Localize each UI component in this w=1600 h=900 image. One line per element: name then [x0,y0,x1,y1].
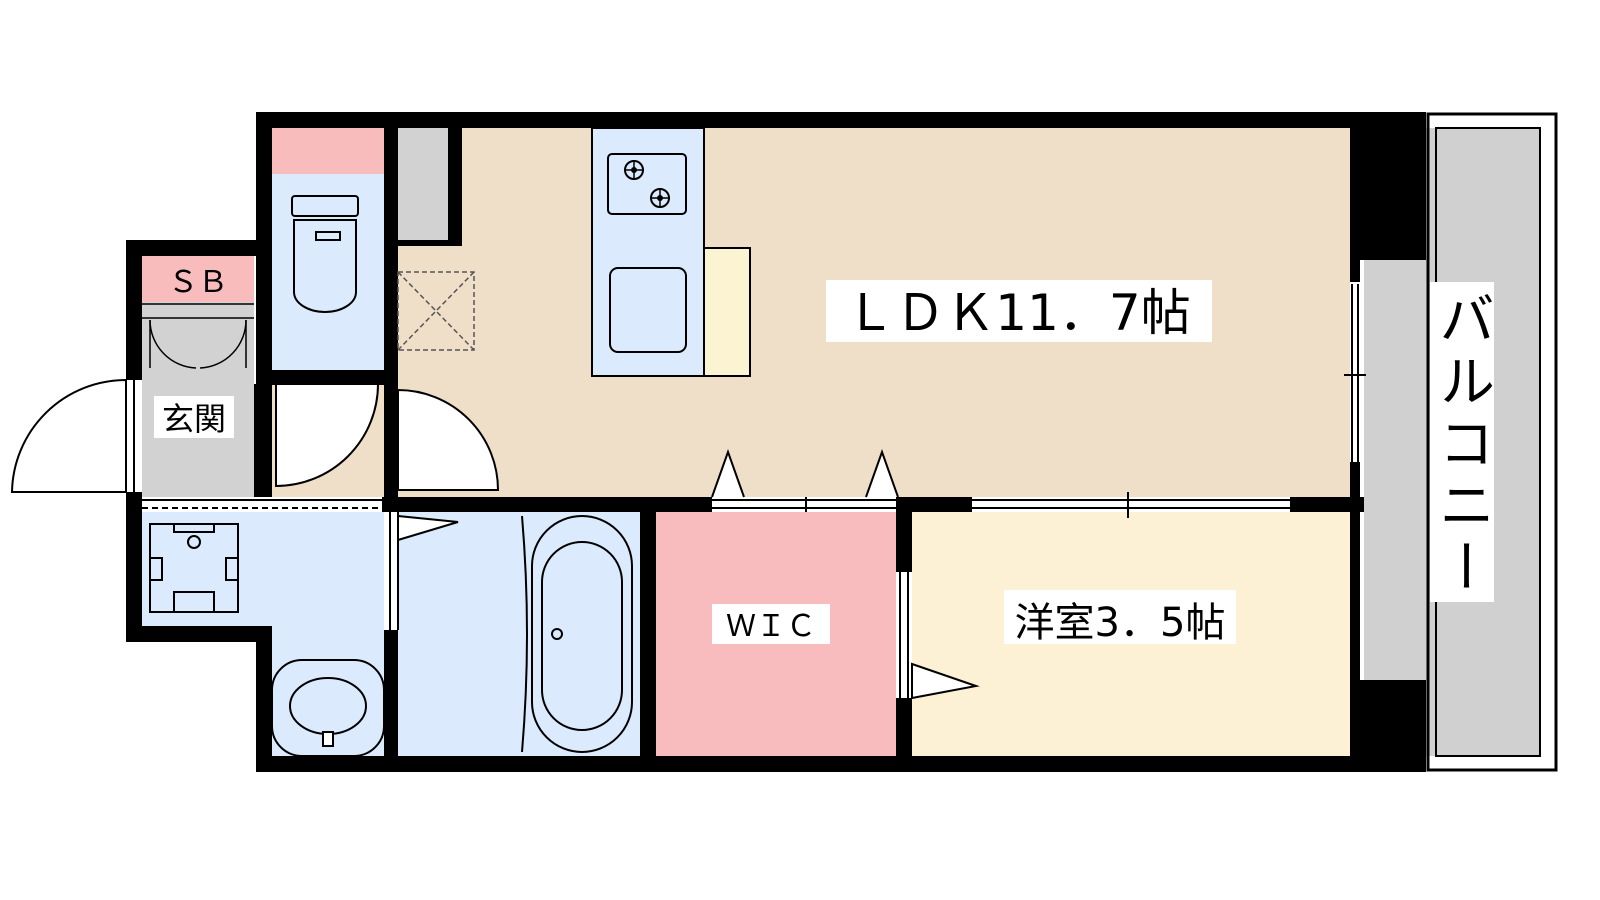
western-room-label: 洋室3．5帖 [1015,600,1226,646]
western-label-bg [1004,590,1236,644]
doors [10,378,980,700]
sink-icon [609,267,687,353]
entrance-label-bg [154,396,234,438]
balcony-label-bg [1430,282,1494,602]
window-lines [142,284,1366,518]
wic-label: ＷＩＣ [726,609,816,644]
bathtub-icon [521,515,633,753]
stove-top [607,153,687,215]
shoe-box-fill [142,256,254,302]
shoe-box-label: ＳＢ [168,265,228,300]
washing-machine-icon [149,523,239,613]
closet-fill [398,128,448,240]
toilet-icon [291,195,359,313]
room-fills [142,128,1540,756]
balcony-label: バルコニー [1430,290,1495,600]
ldk-label: ＬＤＫ11．7帖 [845,284,1190,342]
ldk-door [397,388,500,491]
fridge-space [397,271,475,351]
shoe-box-doors [142,303,254,369]
wic-label-bg [712,604,830,644]
wash-basin-icon [271,659,385,757]
ldk-label-bg [826,280,1212,342]
walls [126,112,1426,772]
toilet-door [275,383,380,488]
toilet-storage [272,128,384,174]
balcony-rail [1426,112,1558,772]
entrance-door [10,378,127,493]
side-counter [703,247,751,377]
kitchen [397,127,751,377]
entrance-label: 玄関 [162,400,226,438]
